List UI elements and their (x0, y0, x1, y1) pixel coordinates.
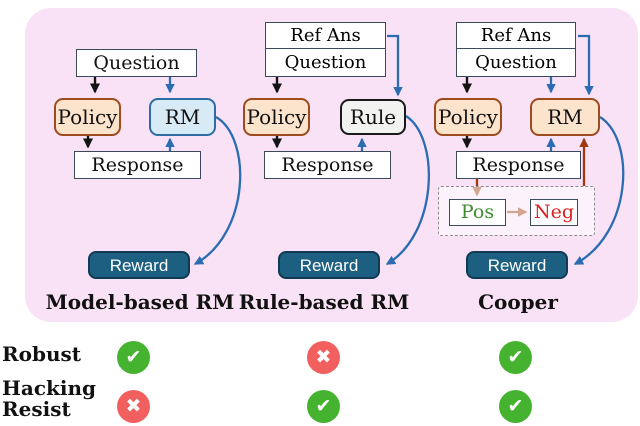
robust-cooper-mark (499, 341, 532, 374)
rule-response-box: Response (264, 151, 391, 179)
cooper-rm-box: RM (530, 98, 600, 136)
model-based-caption: Model-based RM (45, 290, 235, 314)
rule-refans-box: Ref Ans (266, 23, 385, 49)
hacking-resist-model-based-mark (117, 390, 150, 423)
rule-question-box: Question (284, 51, 367, 73)
model-policy-box: Policy (54, 98, 121, 136)
cooper-policy-box: Policy (434, 98, 502, 136)
hacking-resist-row-label: Hacking Resist (2, 376, 97, 421)
cooper-refans-question-stack: Ref Ans Question (456, 22, 576, 77)
rule-reward-box: Reward (278, 251, 380, 279)
robust-row-label: Robust (2, 342, 81, 366)
model-reward-box: Reward (88, 251, 190, 279)
hacking-resist-rule-based-mark (307, 390, 340, 423)
cooper-refans-box: Ref Ans (457, 23, 575, 49)
robust-rule-based-mark (307, 341, 340, 374)
rule-based-caption: Rule-based RM (238, 290, 410, 314)
hacking-resist-cooper-mark (499, 390, 532, 423)
robust-model-based-mark (117, 341, 150, 374)
rule-policy-box: Policy (243, 98, 310, 136)
rule-refans-question-stack: Ref Ans Question (265, 22, 386, 77)
model-rm-box: RM (149, 98, 216, 136)
model-response-box: Response (74, 151, 201, 179)
cooper-neg-box: Neg (530, 199, 578, 226)
cooper-question-box: Question (475, 51, 557, 73)
cooper-response-box: Response (456, 151, 581, 179)
rule-rule-box: Rule (340, 99, 406, 135)
cooper-pos-box: Pos (449, 199, 506, 226)
cooper-caption: Cooper (478, 290, 558, 314)
model-question-box: Question (76, 49, 197, 77)
cooper-reward-box: Reward (466, 251, 568, 279)
